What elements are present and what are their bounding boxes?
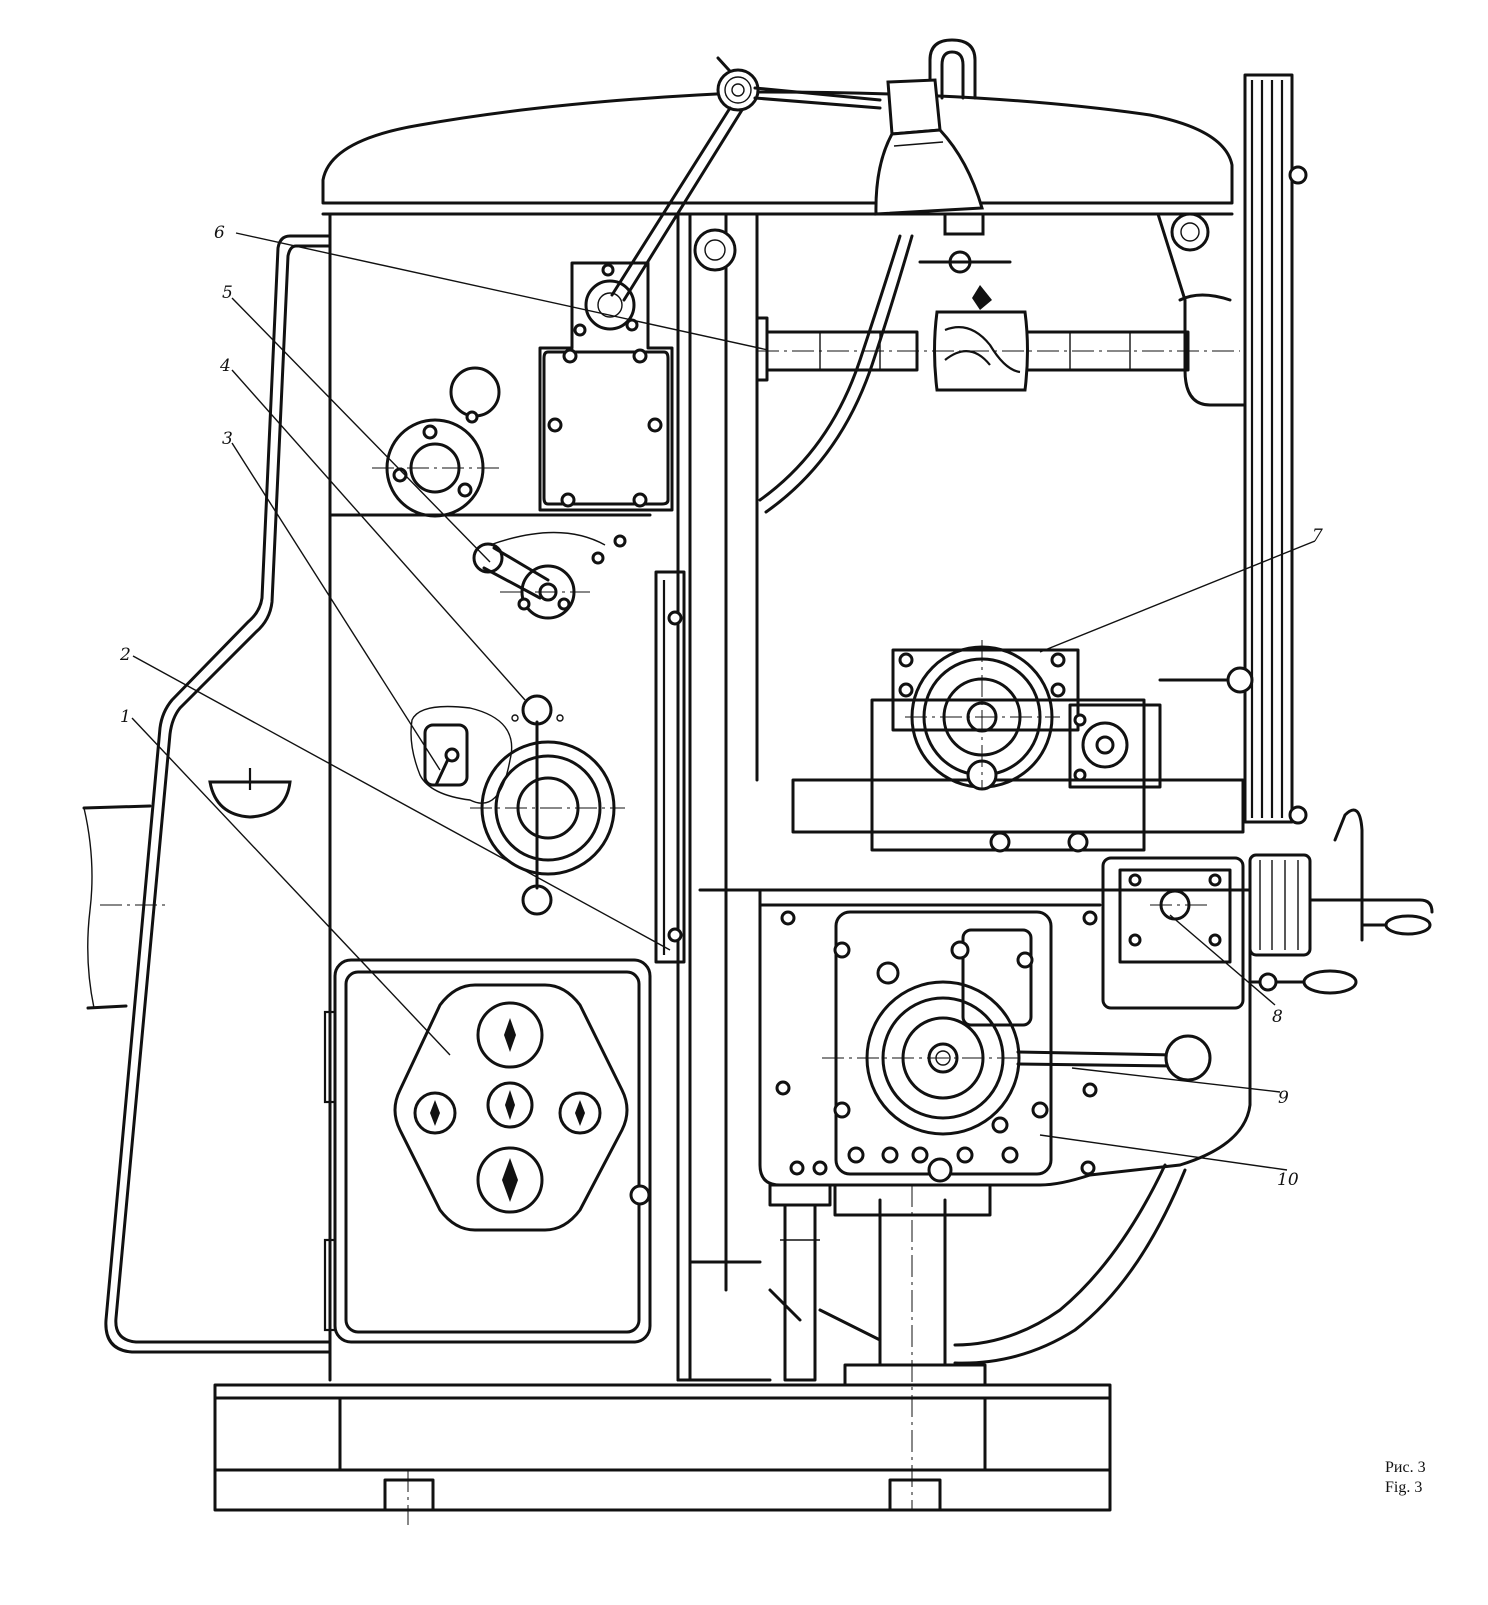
callout-leaders xyxy=(131,232,1316,1171)
table-feed-unit xyxy=(791,640,1254,853)
gearbox-cover xyxy=(538,228,737,512)
figure-caption-ru: Рис. 3 xyxy=(1385,1459,1426,1476)
electrical-panel xyxy=(323,958,652,1344)
callout-1: 1 xyxy=(120,707,131,727)
callout-2: 2 xyxy=(119,645,131,665)
gear-lever xyxy=(472,531,627,620)
callout-9: 9 xyxy=(1278,1088,1289,1108)
callout-3: 3 xyxy=(222,429,233,449)
callout-4: 4 xyxy=(219,356,231,376)
belt-guard xyxy=(1243,73,1308,825)
callout-8: 8 xyxy=(1272,1007,1283,1027)
feed-handwheel xyxy=(410,694,625,916)
machine-base xyxy=(213,1383,1112,1525)
spindle-stub xyxy=(82,768,292,1010)
callout-5: 5 xyxy=(222,283,233,303)
knee-console xyxy=(698,808,1434,1187)
column-body xyxy=(328,212,772,1382)
elevating-screw xyxy=(768,1183,992,1510)
callout-6: 6 xyxy=(214,223,225,243)
callout-7: 7 xyxy=(1312,526,1323,546)
figure-caption-en: Fig. 3 xyxy=(1385,1479,1423,1496)
vertical-slide xyxy=(654,570,686,964)
speed-selector-knob xyxy=(372,366,501,518)
callout-10: 10 xyxy=(1277,1170,1299,1190)
overarm-cover xyxy=(321,38,1234,216)
coolant-hose xyxy=(768,1163,1187,1365)
arbor-assembly xyxy=(755,212,1247,514)
cable-conduit xyxy=(104,234,332,1354)
machine-lamp xyxy=(610,56,984,302)
